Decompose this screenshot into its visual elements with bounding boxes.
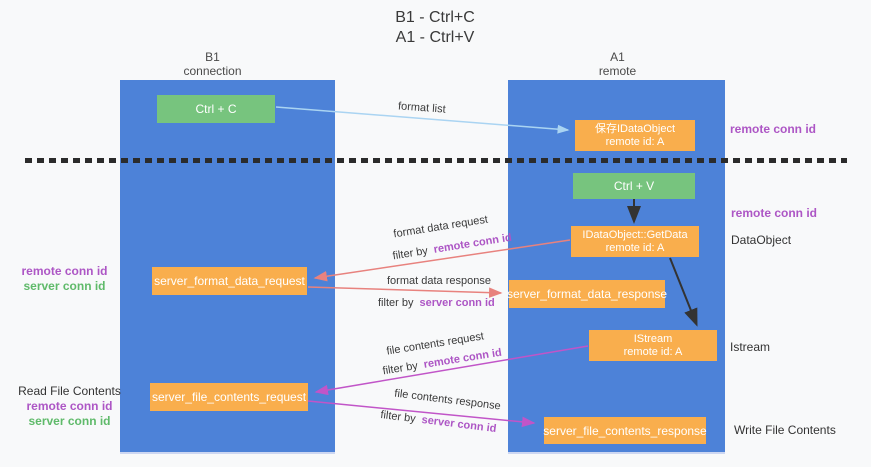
label-istream: Istream [730,340,771,354]
label-left-remote-conn-id-1: remote conn id [21,264,108,278]
right-column-header: A1 remote [565,50,670,78]
arrow-label-format-list: format list [397,100,447,116]
node-format-response-label: server_format_data_response [506,287,668,301]
label-left-remote-conn-id-2: remote conn id [26,399,113,413]
node-file-request-label: server_file_contents_request [151,390,307,404]
node-server-file-contents-response: server_file_contents_response [543,417,707,444]
label-remote-conn-id-mid: remote conn id [731,206,818,220]
node-server-file-contents-request: server_file_contents_request [150,383,308,411]
title-line-1: B1 - Ctrl+C [395,9,475,26]
left-column-name: B1 [205,50,220,64]
node-getdata-line1: IDataObject::GetData [582,228,688,241]
label-left-server-conn-id-2: server conn id [28,414,111,428]
dashed-divider [25,158,847,163]
label-read-file-contents: Read File Contents [18,384,121,398]
filter-by-text-2: filter by [378,297,414,309]
diagram-title: B1 - Ctrl+C A1 - Ctrl+V [340,8,530,48]
filter-remote-conn-id-3: remote conn id [422,346,503,371]
node-ctrl-v-label: Ctrl + V [613,179,655,193]
node-idataobject-getdata: IDataObject::GetData remote id: A [571,226,699,257]
left-conn-id-group-1: remote conn id server conn id [17,264,112,294]
node-ctrl-v: Ctrl + V [573,173,695,199]
node-server-format-data-response: server_format_data_response [506,280,668,308]
arrow-label-filter-server-2: filter by server conn id [378,297,495,309]
right-column-subtitle: remote [598,64,637,78]
arrow-label-format-data-response: format data response [387,275,491,287]
left-column-header: B1 connection [160,50,265,78]
filter-by-text-3: filter by [381,359,419,378]
node-save-dataobject: 保存IDataObject remote id: A [575,120,695,151]
label-write-file-contents: Write File Contents [734,423,836,437]
node-istream-line2: remote id: A [623,345,683,358]
label-dataobject: DataObject [731,233,792,247]
filter-server-conn-id-4: server conn id [420,413,498,436]
filter-by-text-4: filter by [379,408,417,426]
node-getdata-line2: remote id: A [605,241,665,254]
filter-by-text-1: filter by [391,244,429,263]
left-conn-id-group-2: Read File Contents remote conn id server… [17,384,122,429]
node-save-dataobject-line1: 保存IDataObject [594,122,676,135]
node-ctrl-c: Ctrl + C [157,95,275,123]
left-column-subtitle: connection [183,64,242,78]
format-data-response-arrow [307,286,503,298]
node-server-format-data-request: server_format_data_request [152,267,307,295]
title-line-2: A1 - Ctrl+V [395,29,475,46]
node-format-request-label: server_format_data_request [154,274,305,288]
label-remote-conn-id-top: remote conn id [730,122,817,136]
label-left-server-conn-id-1: server conn id [23,279,106,293]
node-file-response-label: server_file_contents_response [543,423,707,438]
right-column-name: A1 [610,50,625,64]
filter-remote-conn-id-1: remote conn id [432,231,513,256]
node-save-dataobject-line2: remote id: A [605,135,665,148]
node-istream-line1: IStream [633,332,673,345]
node-ctrl-c-label: Ctrl + C [195,102,237,116]
arrow-label-filter-server-4: filter by server conn id [380,409,497,435]
arrow-label-file-contents-response: file contents response [393,387,502,413]
filter-server-conn-id-2: server conn id [419,297,495,309]
node-istream: IStream remote id: A [589,330,717,361]
